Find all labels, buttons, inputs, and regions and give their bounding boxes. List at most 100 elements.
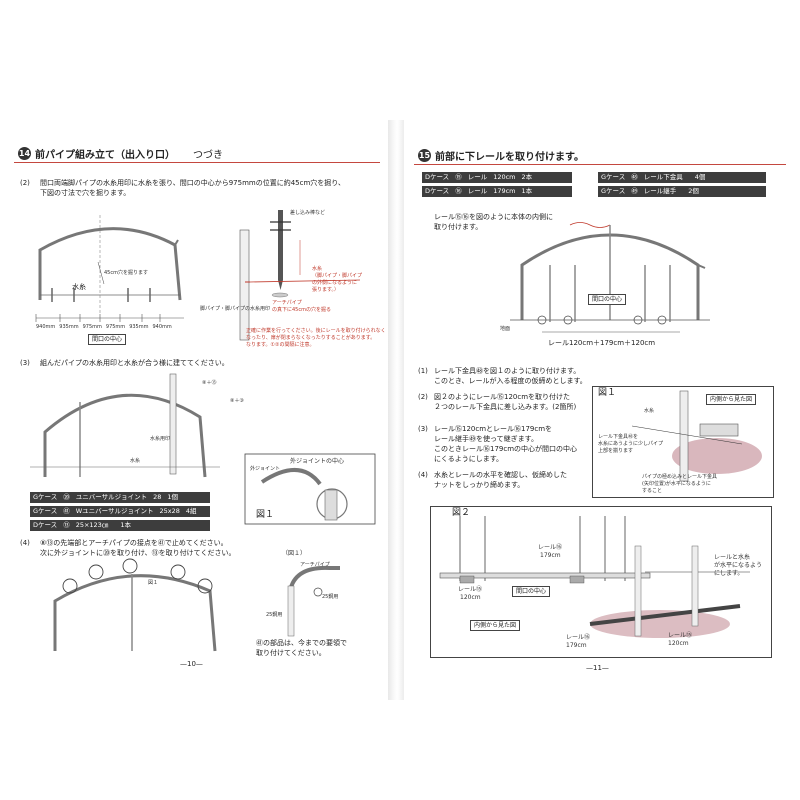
left-step3-diagram [30, 373, 376, 525]
label-8-3: ⑧＋③ [230, 398, 244, 404]
rparts1-size: 120cm [493, 173, 516, 181]
ground-label: 地面 [500, 326, 511, 332]
rparts3-no: ㊽ [631, 173, 638, 181]
step4-arch-label: アーチパイプ [300, 562, 330, 568]
fig2-rail120-label: レール⑮ [458, 586, 483, 593]
figure2-box [430, 506, 772, 658]
figure2-title: 図２ [452, 508, 471, 518]
left-step4-line1: ⑧⑬の先端部とアーチパイプの接点を㊶で止めてください。 [40, 539, 228, 547]
right-note-4: 張ります。） [312, 287, 340, 293]
dim-6: 940mm [152, 324, 172, 330]
left-step2-line2: 下図の寸法で穴を掘ります。 [40, 189, 131, 197]
parts3-case: Dケース [33, 521, 58, 529]
fig2-rail179-label: レール⑯ [538, 544, 563, 551]
parts1-no: ⑳ [63, 493, 70, 501]
left-step4-line2: 次に外ジョイントに⑳を取り付け、⑬を取り付けてください。 [40, 549, 236, 557]
rparts4-qty: 2個 [688, 187, 699, 195]
warning-line1: 正確に作業を行ってください。後にレールを取り付けられなく [246, 328, 386, 334]
right-page-number: —11— [586, 664, 609, 672]
rparts2-size: 179cm [493, 187, 516, 195]
right-section-title: 前部に下レールを取り付けます。 [435, 152, 584, 163]
right-step4-line2: ナットをしっかり締めます。 [434, 481, 525, 489]
rparts3-qty: 4個 [694, 173, 706, 181]
water-mark-label: 水糸用印 [150, 436, 171, 442]
center-tag-left: 間口の中心 [88, 334, 127, 345]
parts2-no: ㊶ [63, 507, 70, 515]
right-step3-number: (3) [418, 425, 428, 433]
parts1-case: Gケース [33, 493, 58, 501]
right-front-diagram [510, 222, 710, 333]
rparts2-no: ⑯ [455, 187, 462, 195]
right-parts-row-3: Gケース ㊽ レール下金具 4個 [598, 172, 766, 183]
right-step4-line1: 水糸とレールの水平を確認し、仮締めした [434, 471, 567, 479]
center-tag-right: 間口の中心 [588, 294, 627, 305]
left-section-header: 14 前パイプ組み立て（出入り口） つづき [18, 146, 223, 161]
right-header-rule [414, 164, 786, 165]
right-intro-line1: レール⑮⑯を図のように本体の内側に [434, 213, 553, 221]
right-note-1: 水糸 [312, 266, 323, 272]
figure1-bracket-1: レール下金具㊽を [598, 434, 639, 440]
parts2-name: Wユニバーサルジョイント [75, 507, 154, 515]
zoom-joint-label: 外ジョイント [250, 466, 281, 472]
rparts2-name: レール [467, 187, 488, 195]
dim-3: 975mm [82, 324, 102, 330]
right-parts-row-1: Dケース ⑮ レール 120cm 2本 [422, 172, 572, 183]
figure1-title: 図１ [598, 388, 617, 398]
fig2-center-tag: 間口の中心 [512, 586, 551, 597]
fig2-level-1: レールと水糸 [714, 554, 751, 561]
fig2-rail179-size: 179cm [540, 552, 561, 559]
left-header-rule [14, 162, 380, 163]
step4-note-1: ㊶の部品は、今までの要領で [256, 639, 347, 647]
right-step3-line3: このときレール⑯179cmの中心が間口の中心にくるようにします。 [434, 445, 578, 463]
right-step2-number: (2) [418, 393, 428, 401]
rparts2-case: Dケース [425, 187, 450, 195]
rparts4-name: レール継手 [643, 187, 677, 195]
figure1-water: 水糸 [644, 408, 655, 414]
step4-fig1-label: （図１） [282, 550, 307, 557]
rparts1-name: レール [467, 173, 488, 181]
water-label-step3: 水糸 [130, 458, 141, 464]
rparts4-case: Gケース [601, 187, 626, 195]
right-section-number: 15 [418, 149, 431, 162]
right-step1-line2: このとき、レールが入る程度の仮締めとします。 [434, 377, 587, 385]
warning-line2: なったり、扉が閉まらなくなったりすることがあります。 [246, 335, 376, 341]
step4-fig-ref: 図１ [148, 580, 159, 586]
right-step3-line2: レール継手㊾を使って継ぎます。 [434, 435, 538, 443]
fig2-rail179b-label: レール⑯ [566, 634, 591, 641]
fig2-inside-tag: 内側から見た図 [470, 620, 521, 631]
figure1-inside-tag: 内側から見た図 [706, 394, 757, 405]
rparts1-case: Dケース [425, 173, 450, 181]
zoom-title: 外ジョイントの中心 [290, 458, 345, 465]
fig2-level-2: が水平になるよう [714, 562, 763, 569]
parts2-case: Gケース [33, 507, 58, 515]
parts1-name: ユニバーサルジョイント [75, 493, 148, 501]
zoom-fig-label: 図１ [256, 510, 275, 520]
pipe-mark-label: 脚パイプ・脚パイプの水糸用印 [200, 306, 271, 312]
right-note-2: （脚パイプ・脚パイプ [312, 273, 363, 279]
rparts1-qty: 2本 [521, 173, 533, 181]
figure1-bottom-2: (矢印位置)が水平になるように [642, 481, 711, 487]
dim-5: 935mm [129, 324, 149, 330]
parts3-no: ⑬ [63, 521, 70, 529]
rparts3-case: Gケース [601, 173, 626, 181]
right-parts-row-4: Gケース ㊾ レール継手 2個 [598, 186, 766, 197]
step4-25-b: 25鋼用 [266, 612, 283, 618]
right-step4-number: (4) [418, 471, 428, 479]
left-step2-diagram [35, 210, 361, 341]
dimension-row: 940mm 935mm 975mm 975mm 935mm 940mm [36, 324, 172, 331]
rparts1-no: ⑮ [455, 173, 462, 181]
left-step3-number: (3) [20, 359, 30, 367]
figure1-bottom-1: パイプの極め込みとレール下金具 [642, 474, 718, 480]
rail-total-label: レール120cm＋179cm＋120cm [548, 339, 656, 347]
parts2-size: 25x28 [159, 507, 180, 515]
book-gutter [388, 120, 404, 700]
left-step4-number: (4) [20, 539, 30, 547]
right-note-3: の外側になるように [312, 280, 358, 286]
left-continued-label: つづき [193, 150, 223, 161]
figure2-drawing [439, 516, 750, 638]
right-step2-line1: 図２のようにレール⑮120cmを取り付けた [434, 393, 571, 401]
right-step1-number: (1) [418, 367, 428, 375]
left-section-number: 14 [18, 147, 31, 160]
rparts4-no: ㊾ [631, 187, 638, 195]
left-parts-row-3: Dケース ⑬ 25×123㎝ 1本 [30, 520, 210, 531]
